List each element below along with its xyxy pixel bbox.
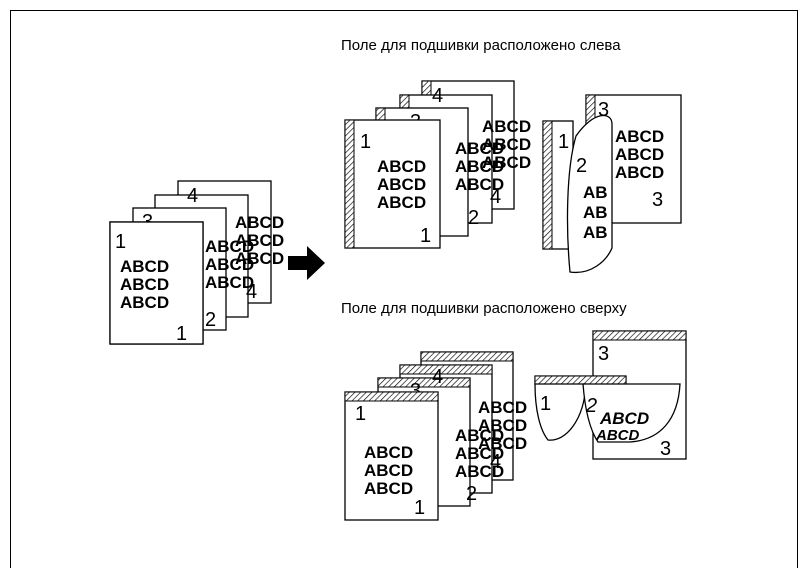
page-number: 4 <box>432 366 443 388</box>
page-number: 2 <box>468 207 479 229</box>
page-number: 4 <box>490 451 501 473</box>
figure-frame <box>10 10 798 568</box>
page-text: ABCD <box>455 426 504 445</box>
page-text: ABCD <box>205 237 254 256</box>
page-number: 2 <box>576 155 587 177</box>
page-shape <box>542 120 553 250</box>
page-text: ABCD <box>364 461 413 480</box>
page-text-clipped: AB <box>583 203 608 222</box>
page-number: 1 <box>558 131 569 153</box>
page-shape <box>344 119 355 249</box>
page-text: ABCD <box>455 462 504 481</box>
page-number: 1 <box>115 231 126 253</box>
left-binding-open: 3 ABCD ABCD ABCD 3 1 2 AB AB AB <box>542 94 682 274</box>
page-text: ABCD <box>120 275 169 294</box>
page-number: 4 <box>187 185 198 207</box>
page-text: ABCD <box>235 249 284 268</box>
page-text: ABCD <box>120 257 169 276</box>
page-number: 1 <box>176 323 187 345</box>
source-stack: 4 3 ABCD ABCD ABCD 4 ABCD ABCD ABCD 2 1 … <box>109 180 284 345</box>
page-shape <box>582 383 681 443</box>
page-text: ABCD <box>615 163 664 182</box>
page-text: ABCD <box>455 175 504 194</box>
page-shape <box>109 221 204 345</box>
page-number: 1 <box>540 393 551 415</box>
page-text: ABCD <box>482 117 531 136</box>
page-shape <box>344 119 441 249</box>
page-number: 1 <box>414 497 425 519</box>
page-text-clipped: AB <box>583 183 608 202</box>
page-shape <box>399 364 493 375</box>
page-shape <box>534 383 587 441</box>
page-text: ABCD <box>599 409 649 428</box>
page-shape <box>344 391 439 521</box>
page-number: 2 <box>466 483 477 505</box>
page-text: ABCD <box>478 434 527 453</box>
page-text: ABCD <box>482 135 531 154</box>
page-number: 2 <box>585 395 597 417</box>
page-number: 3 <box>598 343 609 365</box>
page-text: ABCD <box>595 427 639 444</box>
page-text: ABCD <box>377 193 426 212</box>
page-number: 3 <box>652 189 663 211</box>
page-text: ABCD <box>377 157 426 176</box>
arrow-right-icon <box>288 246 325 280</box>
page-number: 2 <box>205 309 216 331</box>
page-number: 4 <box>246 281 257 303</box>
page-number: 4 <box>490 186 501 208</box>
page-shape <box>377 377 471 388</box>
page-text: ABCD <box>478 398 527 417</box>
page-text: ABCD <box>120 293 169 312</box>
left-binding-stack: 4 ABCD ABCD ABCD 4 3 ABCD ABCD ABCD 2 1 … <box>344 80 531 249</box>
page-text: ABCD <box>235 213 284 232</box>
page-text: ABCD <box>615 145 664 164</box>
page-number: 1 <box>355 403 366 425</box>
page-shape <box>344 391 439 402</box>
page-text: ABCD <box>455 157 504 176</box>
top-binding-stack: 4 ABCD ABCD ABCD 4 3 ABCD ABCD ABCD 2 1 … <box>344 351 527 521</box>
page-number: 3 <box>410 380 421 402</box>
page-shape <box>592 330 687 341</box>
page-shape <box>534 375 627 385</box>
caption-binding-top: Поле для подшивки расположено сверху <box>341 300 627 317</box>
page-number: 1 <box>360 131 371 153</box>
page-text: ABCD <box>364 443 413 462</box>
page-number: 1 <box>420 225 431 247</box>
page-text: ABCD <box>377 175 426 194</box>
page-text: ABCD <box>455 139 504 158</box>
page-text: ABCD <box>235 231 284 250</box>
caption-binding-left: Поле для подшивки расположено слева <box>341 37 621 54</box>
page-text: ABCD <box>205 255 254 274</box>
page-shape <box>566 115 613 274</box>
page-text: ABCD <box>205 273 254 292</box>
page-number: 3 <box>660 438 671 460</box>
top-binding-open: 3 3 1 2 ABCD ABCD <box>534 330 687 460</box>
page-number: 3 <box>598 99 609 121</box>
page-text: ABCD <box>478 416 527 435</box>
page-text: ABCD <box>455 444 504 463</box>
page-text: ABCD <box>615 127 664 146</box>
page-number: 4 <box>432 85 443 107</box>
page-text-clipped: AB <box>583 223 608 242</box>
page-text: ABCD <box>364 479 413 498</box>
page-shape <box>420 351 514 362</box>
page-text: ABCD <box>482 153 531 172</box>
